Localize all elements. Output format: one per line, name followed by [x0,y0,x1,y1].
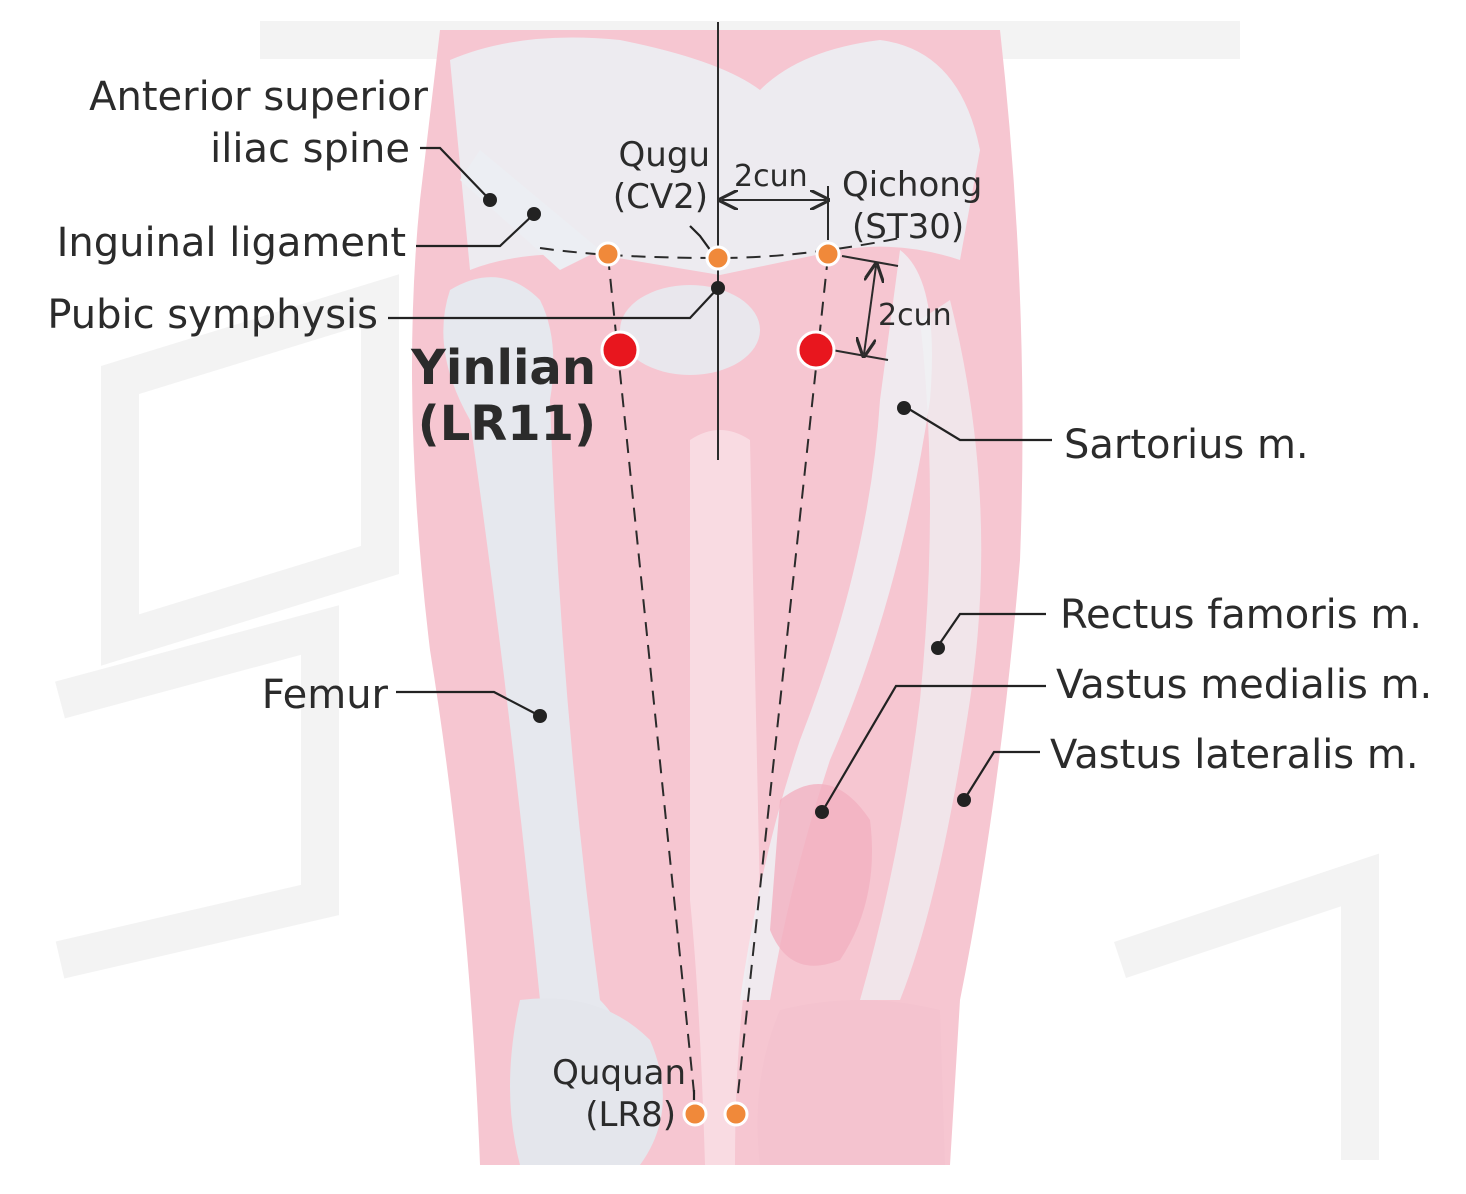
label-qichong-code: (ST30) [852,207,964,247]
label-vastus-medialis: Vastus medialis m. [1056,662,1432,708]
label-pubic: Pubic symphysis [47,292,378,338]
label-inguinal: Inguinal ligament [57,220,406,266]
measure-horizontal-label: 2cun [734,159,808,194]
thigh-illustration [412,30,1023,1165]
knee [510,998,663,1165]
label-rectus: Rectus famoris m. [1060,592,1422,638]
label-femur: Femur [262,672,389,718]
acupoint-ququan-right [723,1101,749,1127]
inguinal-dashed-line [539,237,901,260]
acupoint-yinlian-left [600,330,640,370]
marker-pubic [711,281,725,295]
marker-vastus-lateralis [957,793,971,807]
marker-sartorius [897,401,911,415]
pelvis-bone [450,37,980,275]
label-ququan-name: Ququan [552,1053,686,1093]
marker-rectus [931,641,945,655]
label-qichong-name: Qichong [842,165,982,205]
measure-vertical-label: 2cun [878,298,952,333]
meridian-line-right [735,255,829,1113]
marker-vastus-medialis [815,805,829,819]
label-sartorius: Sartorius m. [1064,422,1309,468]
acupoint-qugu [705,245,731,271]
label-yinlian-code: (LR11) [418,396,596,452]
acupoint-inguinal-left [595,241,621,267]
label-qugu-code: (CV2) [613,177,708,217]
label-asis-line1: Anterior superior [89,74,428,120]
acupoint-ququan [682,1101,708,1127]
rectus-femoris-muscle [860,300,982,1000]
acupoint-qichong [815,241,841,267]
meridian-line-left [607,255,697,1113]
vastus-medialis-muscle [770,784,872,966]
anatomy-marker-dots [483,193,971,819]
label-ququan-code: (LR8) [585,1095,676,1135]
marker-inguinal [527,207,541,221]
marker-asis [483,193,497,207]
label-asis-line2: iliac spine [210,126,410,172]
label-yinlian-name: Yinlian [410,340,596,396]
label-vastus-lateralis: Vastus lateralis m. [1050,732,1419,778]
acupoint-yinlian-right [796,330,836,370]
inner-thigh-gap [690,430,760,1165]
measure-vertical-line [864,266,876,354]
leader-lines [388,146,1052,1100]
marker-femur [533,709,547,723]
pubic-bone [620,285,760,375]
knee-right [757,1000,945,1165]
label-qugu-name: Qugu [619,135,710,175]
femur-bone [443,277,627,1141]
